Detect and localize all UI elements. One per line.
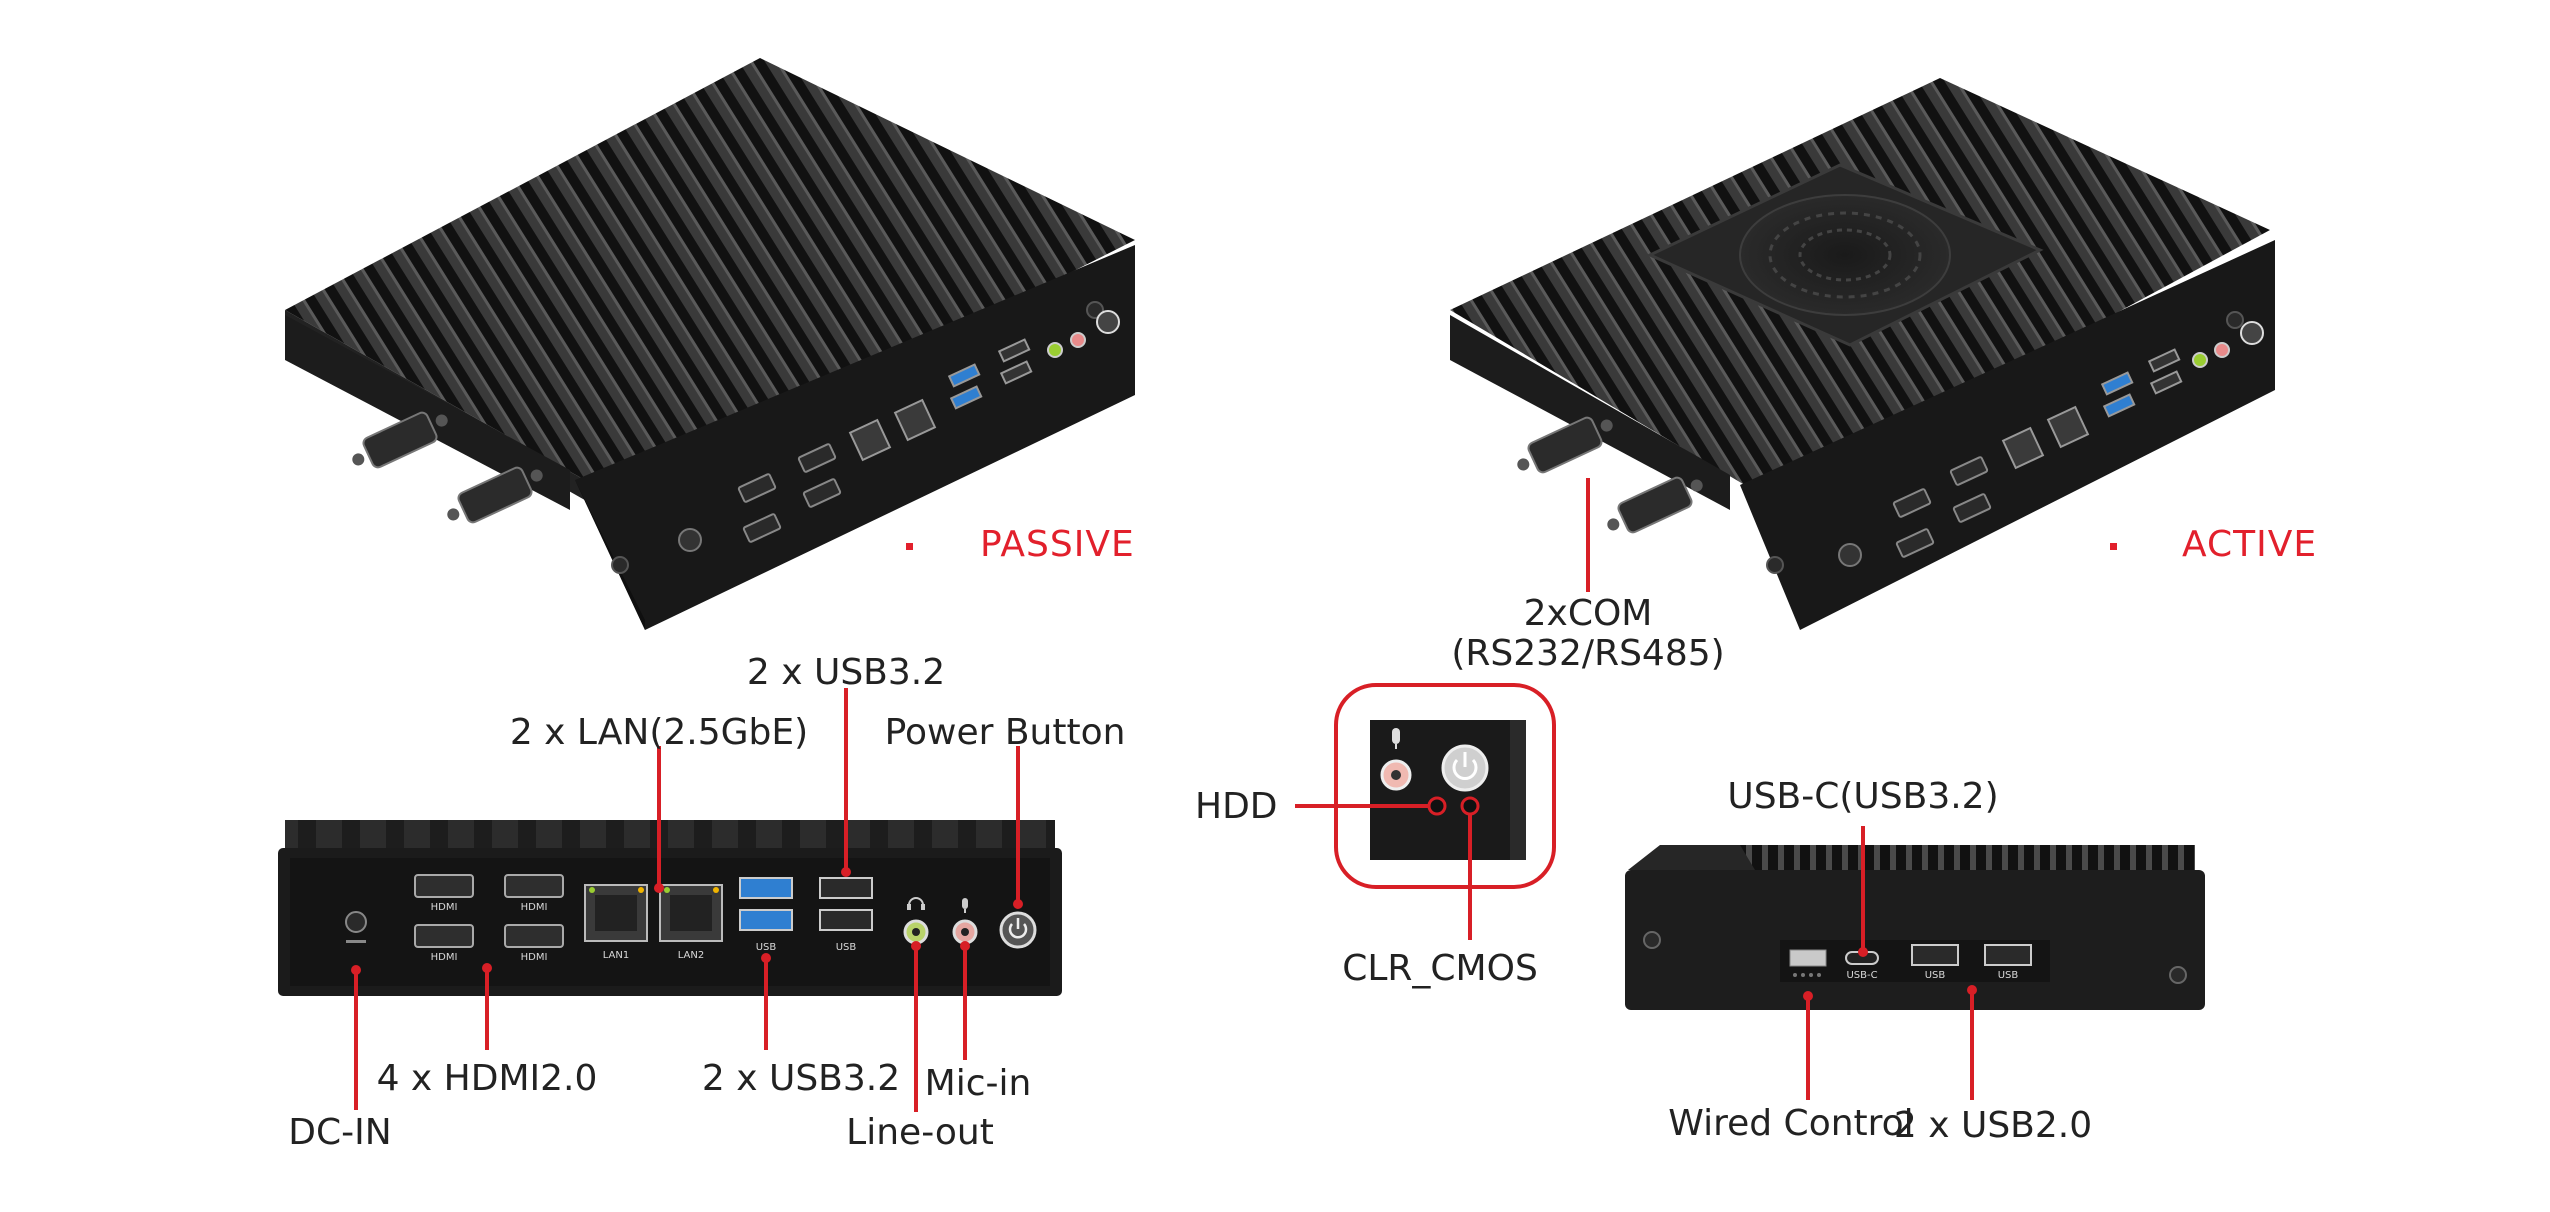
microphone-icon xyxy=(962,898,968,913)
clr-cmos-callout: CLR_CMOS xyxy=(1342,948,1538,989)
hdmi-ports: HDMI HDMI HDMI HDMI xyxy=(414,874,564,963)
usb-ports: USB USB xyxy=(739,877,873,953)
active-device-image xyxy=(1450,78,2275,630)
power-button-callout: Power Button xyxy=(885,712,1126,753)
headphone-icon xyxy=(907,897,925,910)
hdmi-port-mark: HDMI xyxy=(521,902,548,913)
lan2-port-mark: LAN2 xyxy=(678,950,704,961)
mic-in-callout: Mic-in xyxy=(925,1063,1032,1104)
hdmi-callout: 4 x HDMI2.0 xyxy=(377,1058,598,1099)
usb-port-mark: USB xyxy=(756,942,777,953)
microphone-icon xyxy=(1392,728,1400,749)
rear-io-device-image: USB-C USB USB xyxy=(1625,845,2205,1010)
com-callout-line2: (RS232/RS485) xyxy=(1451,633,1724,674)
hdmi-port-mark: HDMI xyxy=(431,952,458,963)
usb-port-mark: USB xyxy=(1998,970,2019,981)
lan1-port-mark: LAN1 xyxy=(603,950,629,961)
hdmi-port-mark: HDMI xyxy=(431,902,458,913)
com-callout-line1: 2xCOM xyxy=(1524,593,1653,634)
active-marker xyxy=(2110,543,2117,550)
power-icon xyxy=(1008,918,1028,939)
zoom-inset xyxy=(1334,683,1556,889)
passive-label: PASSIVE xyxy=(980,524,1135,565)
usb-port-mark: USB xyxy=(1925,970,1946,981)
dc-in-callout: DC-IN xyxy=(288,1112,391,1153)
front-io-device-image: HDMI HDMI HDMI HDMI LAN1 LAN2 USB USB xyxy=(278,820,1062,996)
passive-marker xyxy=(906,543,913,550)
power-icon xyxy=(1452,752,1478,780)
wired-control-callout: Wired Control xyxy=(1668,1103,1913,1144)
usb-c-callout: USB-C(USB3.2) xyxy=(1727,776,1998,817)
usb32-top-callout: 2 x USB3.2 xyxy=(747,652,945,693)
lan-ports: LAN1 LAN2 xyxy=(584,884,723,961)
usb-c-port-mark: USB-C xyxy=(1846,970,1877,981)
lan-callout: 2 x LAN(2.5GbE) xyxy=(510,712,808,753)
usb-port-mark: USB xyxy=(836,942,857,953)
line-out-callout: Line-out xyxy=(846,1112,994,1153)
usb32-bottom-callout: 2 x USB3.2 xyxy=(702,1058,900,1099)
hdmi-port-mark: HDMI xyxy=(521,952,548,963)
passive-device-image xyxy=(285,58,1135,630)
usb20-callout: 2 x USB2.0 xyxy=(1894,1105,2092,1146)
hdd-callout: HDD xyxy=(1195,786,1278,827)
active-label: ACTIVE xyxy=(2182,524,2317,565)
